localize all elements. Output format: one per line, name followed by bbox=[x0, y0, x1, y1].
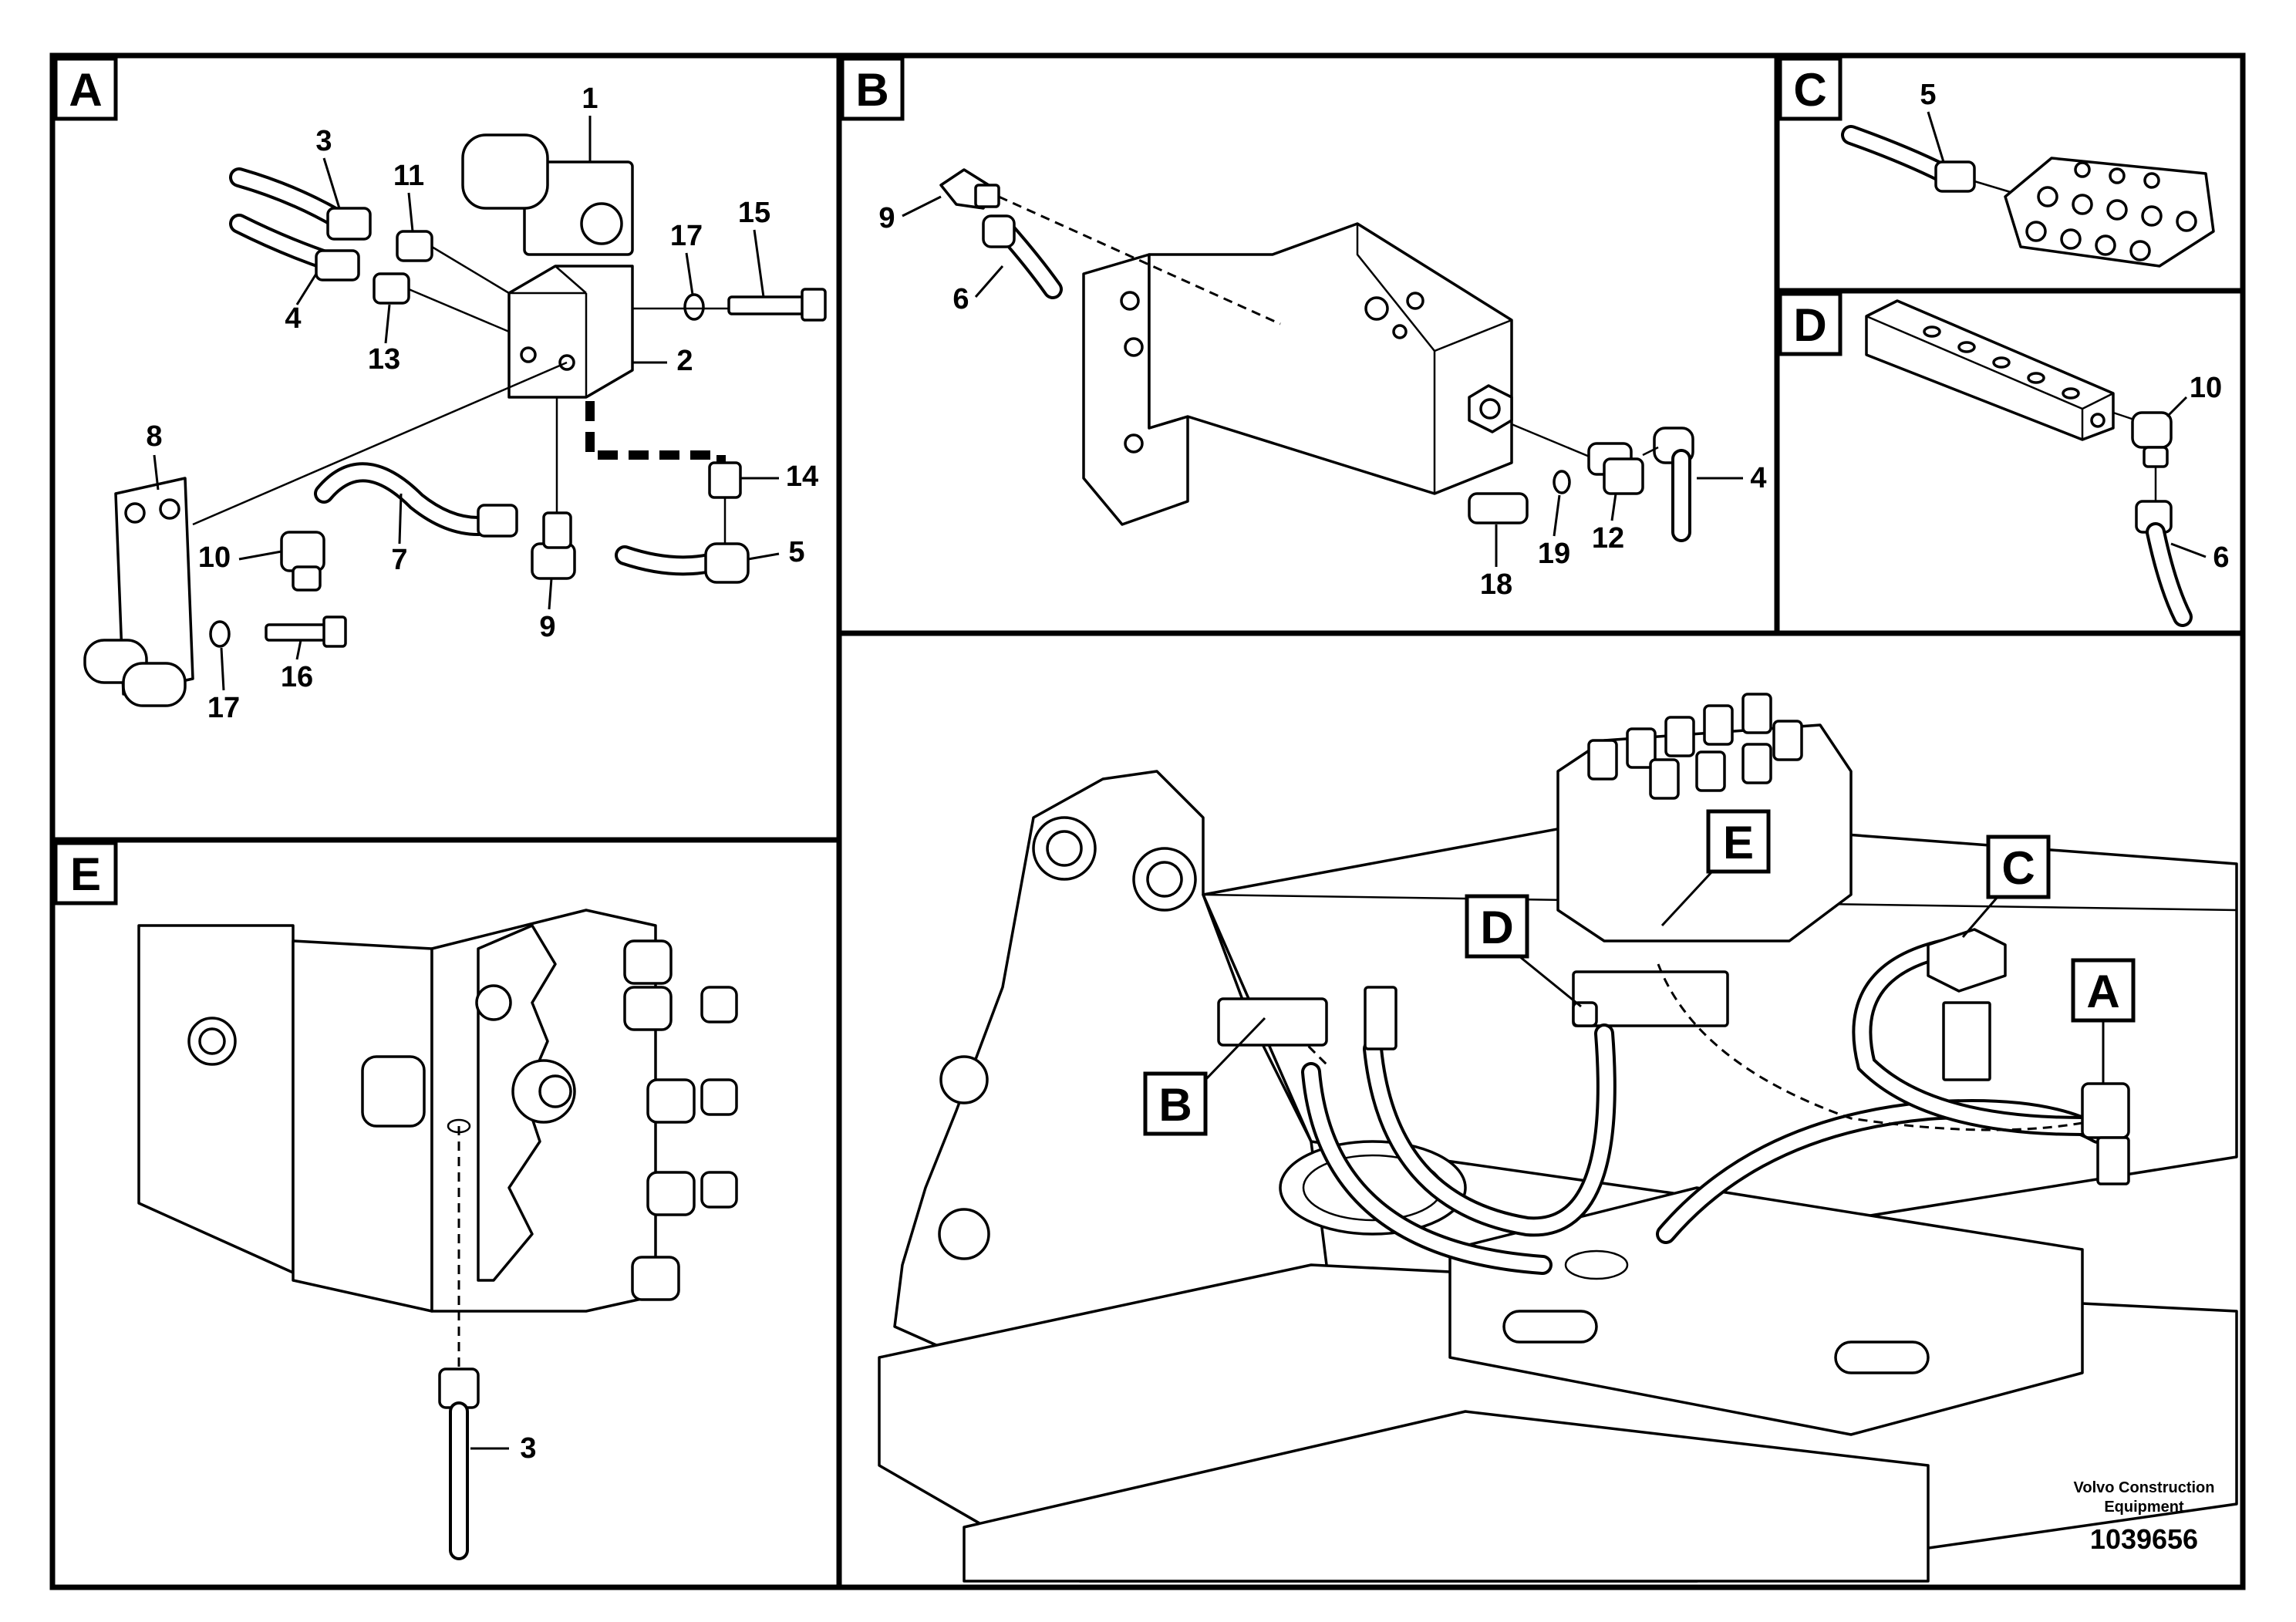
overview-tag-a: A bbox=[2071, 958, 2136, 1084]
overview-tag-a-label: A bbox=[2086, 966, 2119, 1017]
callout-a-11: 11 bbox=[393, 160, 424, 192]
callout-b-4: 4 bbox=[1750, 462, 1766, 494]
callout-a-2: 2 bbox=[676, 345, 693, 377]
callout-b-19: 19 bbox=[1538, 538, 1570, 570]
brand-line-2: Equipment bbox=[2104, 1499, 2184, 1516]
panel-e-tag-label: E bbox=[70, 848, 101, 900]
panel-d-drawing bbox=[1865, 299, 2193, 627]
overview-tag-e-label: E bbox=[1723, 817, 1754, 868]
brand-line-1: Volvo Construction bbox=[2074, 1479, 2215, 1496]
callout-d-10: 10 bbox=[2190, 372, 2222, 404]
panel-a-drawing bbox=[83, 133, 827, 707]
panel-a-tag: A bbox=[53, 56, 118, 121]
callout-a-14: 14 bbox=[786, 460, 818, 493]
overview-tag-e: E bbox=[1660, 809, 1771, 927]
footer-brand: Volvo Construction Equipment 1039656 bbox=[2074, 1479, 2215, 1555]
overview-tag-d-label: D bbox=[1480, 902, 1513, 953]
panel-a-callouts: 1 2 3 4 5 7 8 9 10 11 13 14 15 16 17 17 bbox=[146, 83, 818, 724]
callout-b-18: 18 bbox=[1480, 568, 1512, 601]
panel-e-tag: E bbox=[53, 841, 118, 905]
callout-a-7: 7 bbox=[391, 544, 407, 576]
callout-a-17-top: 17 bbox=[670, 220, 703, 252]
callout-a-13: 13 bbox=[368, 343, 400, 376]
callout-a-3: 3 bbox=[315, 125, 332, 157]
panel-b-callouts: 4 6 9 12 18 19 bbox=[878, 195, 1767, 601]
callout-a-9: 9 bbox=[539, 611, 555, 643]
panel-a-tag-label: A bbox=[69, 64, 102, 116]
panel-e-drawing bbox=[137, 909, 738, 1560]
callout-d-6: 6 bbox=[2213, 541, 2229, 574]
callout-e-3: 3 bbox=[520, 1432, 536, 1465]
panel-d-callouts: 10 6 bbox=[2166, 372, 2230, 574]
overview-tag-d: D bbox=[1465, 894, 1582, 1008]
panel-d-tag-label: D bbox=[1793, 299, 1826, 351]
panel-overview-frame bbox=[836, 630, 2246, 1590]
overview-drawing bbox=[878, 693, 2238, 1583]
callout-a-4: 4 bbox=[285, 302, 301, 335]
callout-c-5: 5 bbox=[1920, 79, 1936, 111]
callout-a-8: 8 bbox=[146, 420, 162, 453]
overview-tag-c-label: C bbox=[2001, 842, 2035, 894]
callout-b-9: 9 bbox=[878, 202, 895, 234]
panel-a-frame bbox=[49, 52, 842, 843]
panel-c-tag: C bbox=[1778, 56, 1843, 121]
panel-d-tag: D bbox=[1778, 292, 1843, 356]
panel-b-drawing bbox=[939, 168, 1694, 542]
callout-b-12: 12 bbox=[1592, 522, 1624, 555]
overview-tag-c: C bbox=[1961, 835, 2051, 938]
callout-a-16: 16 bbox=[281, 661, 313, 693]
callout-a-10: 10 bbox=[198, 541, 231, 574]
callout-a-17-bottom: 17 bbox=[207, 692, 240, 724]
callout-a-5: 5 bbox=[788, 536, 804, 568]
document-number: 1039656 bbox=[2090, 1523, 2198, 1555]
callout-b-6: 6 bbox=[952, 283, 969, 315]
callout-a-1: 1 bbox=[582, 83, 598, 115]
overview-tag-b-label: B bbox=[1158, 1079, 1192, 1131]
callout-a-15: 15 bbox=[738, 197, 770, 229]
panel-c-tag-label: C bbox=[1793, 64, 1826, 116]
panel-c-callouts: 5 bbox=[1920, 79, 1945, 163]
panel-c-drawing bbox=[1841, 125, 2215, 268]
panel-e-callouts: 3 bbox=[470, 1432, 537, 1465]
panel-b-tag: B bbox=[840, 56, 905, 121]
panel-b-tag-label: B bbox=[855, 64, 888, 116]
overview-tag-b: B bbox=[1143, 1017, 1266, 1136]
